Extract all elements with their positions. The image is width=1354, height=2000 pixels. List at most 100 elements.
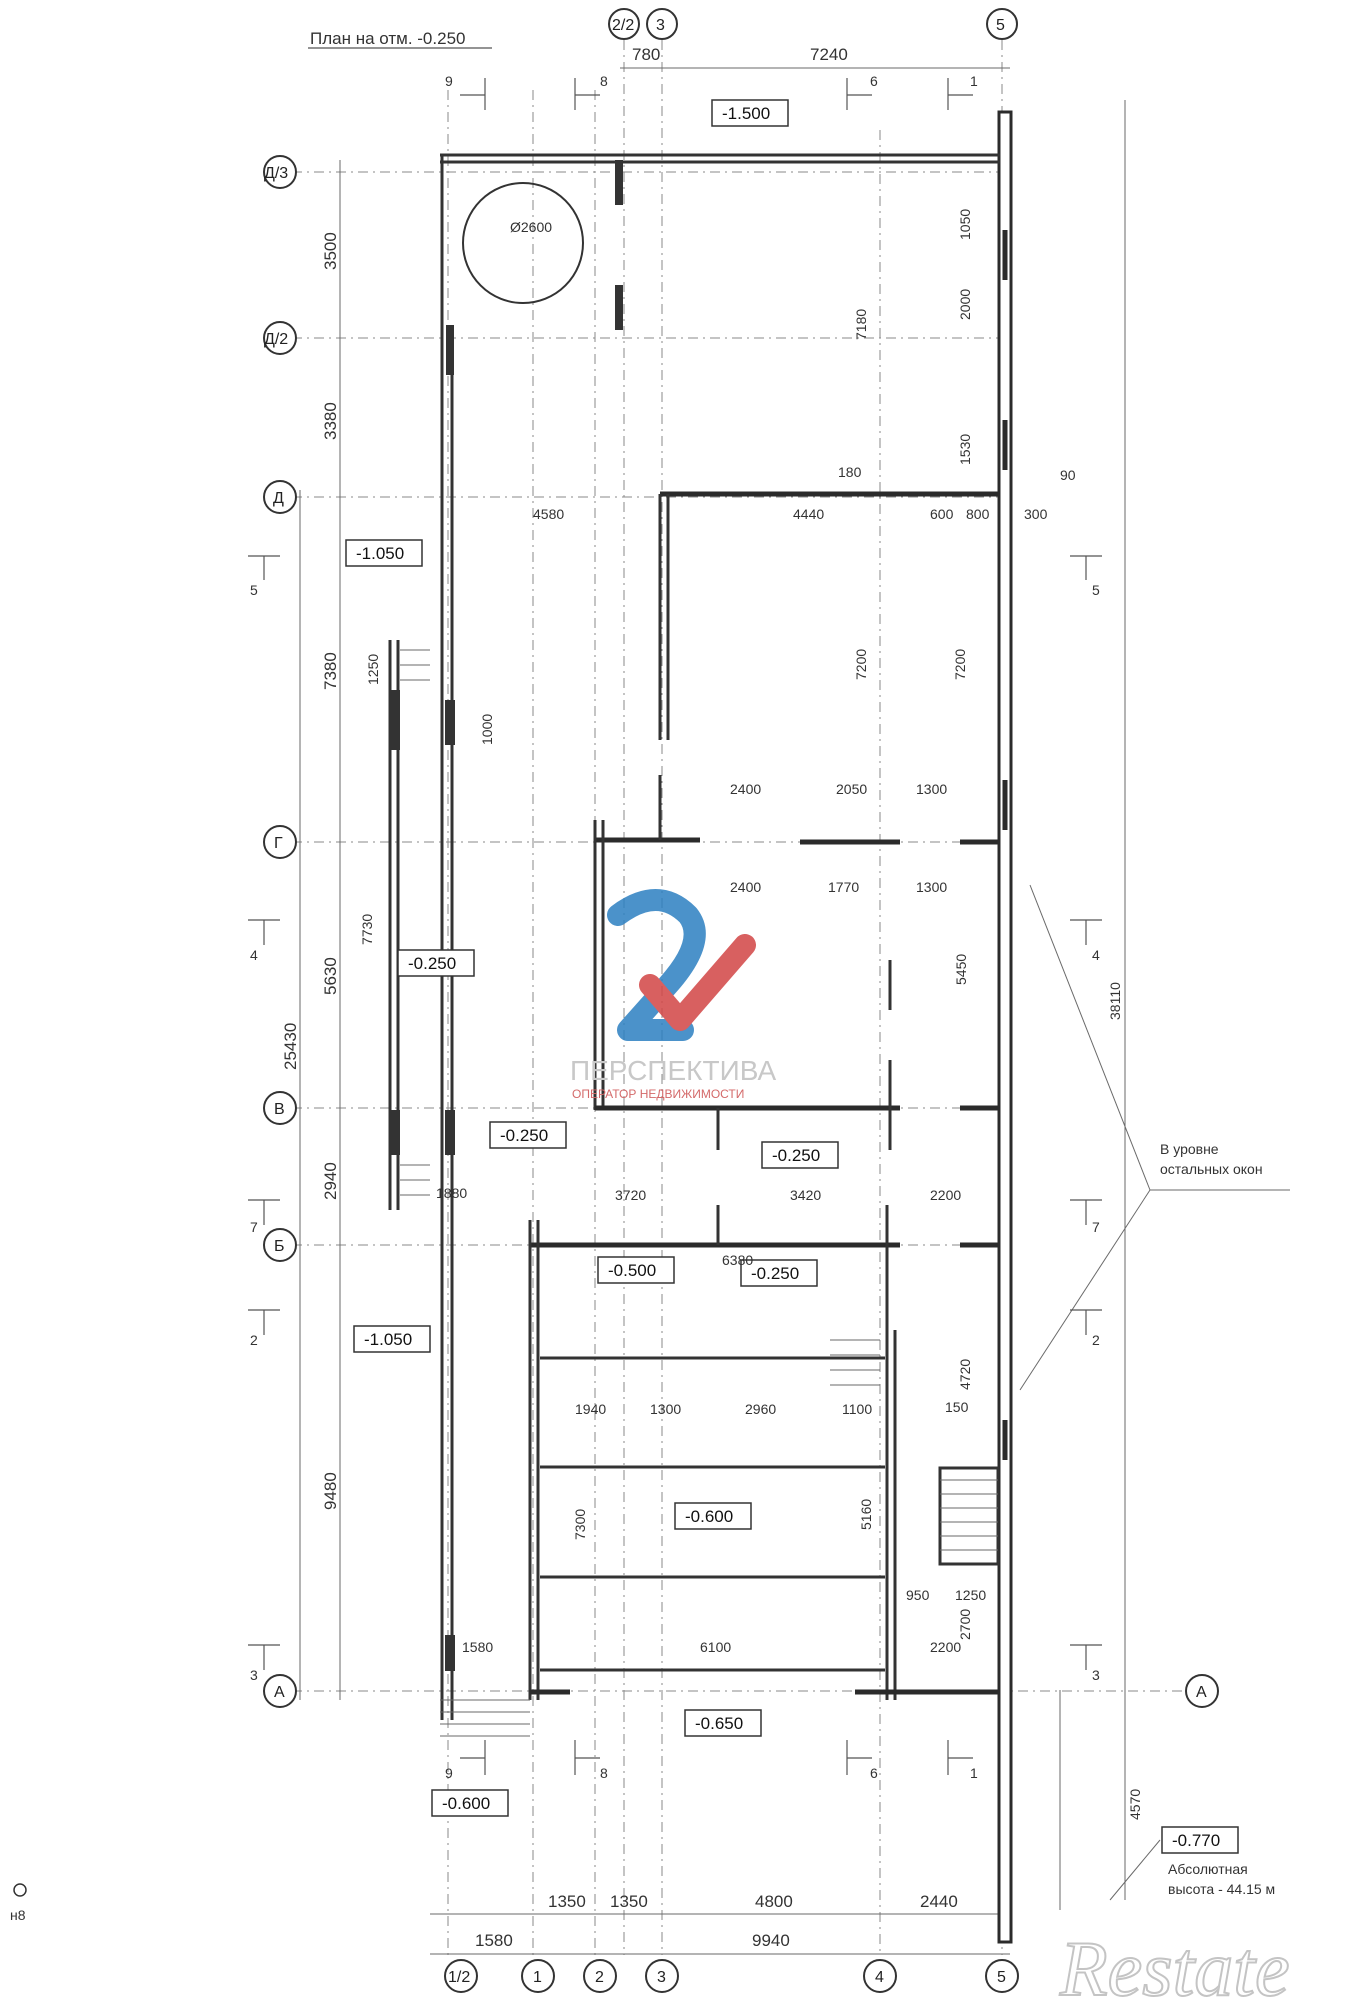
svg-text:-0.250: -0.250 xyxy=(408,954,456,973)
svg-text:2400: 2400 xyxy=(730,781,761,797)
svg-text:1: 1 xyxy=(970,1765,978,1781)
left-dims: 3500 3380 7380 5630 2940 9480 25430 xyxy=(281,232,340,1510)
svg-text:Д/2: Д/2 xyxy=(264,331,288,348)
svg-text:-1.050: -1.050 xyxy=(364,1330,412,1349)
svg-text:6100: 6100 xyxy=(700,1639,731,1655)
svg-text:5: 5 xyxy=(250,582,258,598)
svg-text:7: 7 xyxy=(1092,1219,1100,1235)
svg-text:7300: 7300 xyxy=(572,1509,588,1540)
svg-text:5630: 5630 xyxy=(321,957,340,995)
top-dim-780: 780 xyxy=(632,45,660,64)
svg-text:-1.050: -1.050 xyxy=(356,544,404,563)
svg-text:1/2: 1/2 xyxy=(448,1969,470,1986)
svg-text:Д/3: Д/3 xyxy=(264,165,288,182)
svg-text:7730: 7730 xyxy=(359,914,375,945)
svg-text:5160: 5160 xyxy=(858,1499,874,1530)
level-marks: -1.500 -1.050 -0.250 -0.250 -0.250 -0.50… xyxy=(345,99,1239,1854)
svg-text:-0.600: -0.600 xyxy=(442,1794,490,1813)
svg-text:300: 300 xyxy=(1024,506,1048,522)
svg-text:1940: 1940 xyxy=(575,1401,606,1417)
svg-text:1880: 1880 xyxy=(436,1185,467,1201)
svg-text:5: 5 xyxy=(997,1969,1006,1986)
svg-text:7: 7 xyxy=(250,1219,258,1235)
window-note-line1: В уровне xyxy=(1160,1141,1219,1157)
bottom-dims: 1350 1350 4800 2440 1580 9940 xyxy=(475,1892,958,1950)
axis-bottom: 1/2 1 2 3 4 5 xyxy=(444,1959,1019,1993)
svg-text:В: В xyxy=(274,1101,285,1118)
svg-text:9940: 9940 xyxy=(752,1931,790,1950)
svg-text:7380: 7380 xyxy=(321,652,340,690)
svg-text:2: 2 xyxy=(1092,1332,1100,1348)
svg-text:1250: 1250 xyxy=(955,1587,986,1603)
svg-text:1300: 1300 xyxy=(916,781,947,797)
watermark-name: ПЕРСПЕКТИВА xyxy=(570,1055,776,1086)
svg-text:6: 6 xyxy=(870,1765,878,1781)
svg-text:7200: 7200 xyxy=(952,649,968,680)
svg-text:800: 800 xyxy=(966,506,990,522)
perspektiva-logo xyxy=(607,889,756,1041)
svg-text:1000: 1000 xyxy=(479,714,495,745)
svg-text:1050: 1050 xyxy=(957,209,973,240)
svg-text:3720: 3720 xyxy=(615,1187,646,1203)
svg-text:9480: 9480 xyxy=(321,1472,340,1510)
svg-text:-0.250: -0.250 xyxy=(772,1146,820,1165)
svg-text:25430: 25430 xyxy=(281,1023,300,1070)
window-note-line2: остальных окон xyxy=(1160,1161,1263,1177)
svg-text:1350: 1350 xyxy=(548,1892,586,1911)
svg-text:-0.600: -0.600 xyxy=(685,1507,733,1526)
svg-text:1770: 1770 xyxy=(828,879,859,895)
svg-text:1: 1 xyxy=(533,1969,542,1986)
axis-left: Д/3 Д/2 Д Г В Б А xyxy=(263,155,297,1708)
svg-text:-0.770: -0.770 xyxy=(1172,1831,1220,1850)
watermark-sub: ОПЕРАТОР НЕДВИЖИМОСТИ xyxy=(572,1087,744,1101)
svg-text:-0.250: -0.250 xyxy=(751,1264,799,1283)
svg-text:1: 1 xyxy=(970,73,978,89)
svg-text:9: 9 xyxy=(445,1765,453,1781)
svg-text:9: 9 xyxy=(445,73,453,89)
svg-text:2000: 2000 xyxy=(957,289,973,320)
plan-title: План на отм. -0.250 xyxy=(310,29,465,48)
svg-text:3420: 3420 xyxy=(790,1187,821,1203)
svg-text:4800: 4800 xyxy=(755,1892,793,1911)
svg-text:2/2: 2/2 xyxy=(612,17,634,34)
svg-text:4720: 4720 xyxy=(957,1359,973,1390)
svg-text:1580: 1580 xyxy=(475,1931,513,1950)
svg-text:600: 600 xyxy=(930,506,954,522)
svg-text:4570: 4570 xyxy=(1127,1789,1143,1820)
absolute-value: высота - 44.15 м xyxy=(1168,1881,1275,1897)
svg-text:3500: 3500 xyxy=(321,232,340,270)
svg-text:А: А xyxy=(274,1684,285,1701)
svg-text:90: 90 xyxy=(1060,467,1076,483)
svg-text:1580: 1580 xyxy=(462,1639,493,1655)
axis-right: А xyxy=(1185,1674,1219,1708)
dimension-lines xyxy=(299,67,1126,1955)
svg-text:Б: Б xyxy=(274,1238,285,1255)
svg-text:1300: 1300 xyxy=(650,1401,681,1417)
svg-text:2050: 2050 xyxy=(836,781,867,797)
svg-text:3: 3 xyxy=(250,1667,258,1683)
axis-top: 2/2 3 5 xyxy=(608,8,1018,40)
svg-text:38110: 38110 xyxy=(1107,982,1123,1020)
svg-text:7200: 7200 xyxy=(853,649,869,680)
svg-text:2: 2 xyxy=(250,1332,258,1348)
svg-text:1300: 1300 xyxy=(916,879,947,895)
svg-text:950: 950 xyxy=(906,1587,930,1603)
svg-text:4440: 4440 xyxy=(793,506,824,522)
section-marks: 9 8 6 1 5 5 4 4 7 7 2 2 3 3 9 8 6 1 xyxy=(248,73,1102,1781)
svg-text:4580: 4580 xyxy=(533,506,564,522)
svg-text:8: 8 xyxy=(600,1765,608,1781)
top-dim-7240: 7240 xyxy=(810,45,848,64)
svg-text:2400: 2400 xyxy=(730,879,761,895)
svg-text:1100: 1100 xyxy=(842,1401,872,1417)
svg-text:2940: 2940 xyxy=(321,1162,340,1200)
corner-circle xyxy=(13,1883,27,1897)
svg-text:2440: 2440 xyxy=(920,1892,958,1911)
svg-text:150: 150 xyxy=(945,1399,969,1415)
svg-text:А: А xyxy=(1196,1684,1207,1701)
svg-text:1530: 1530 xyxy=(957,434,973,465)
svg-text:5450: 5450 xyxy=(953,954,969,985)
svg-text:3: 3 xyxy=(1092,1667,1100,1683)
svg-text:-0.250: -0.250 xyxy=(500,1126,548,1145)
svg-text:3: 3 xyxy=(657,1969,666,1986)
